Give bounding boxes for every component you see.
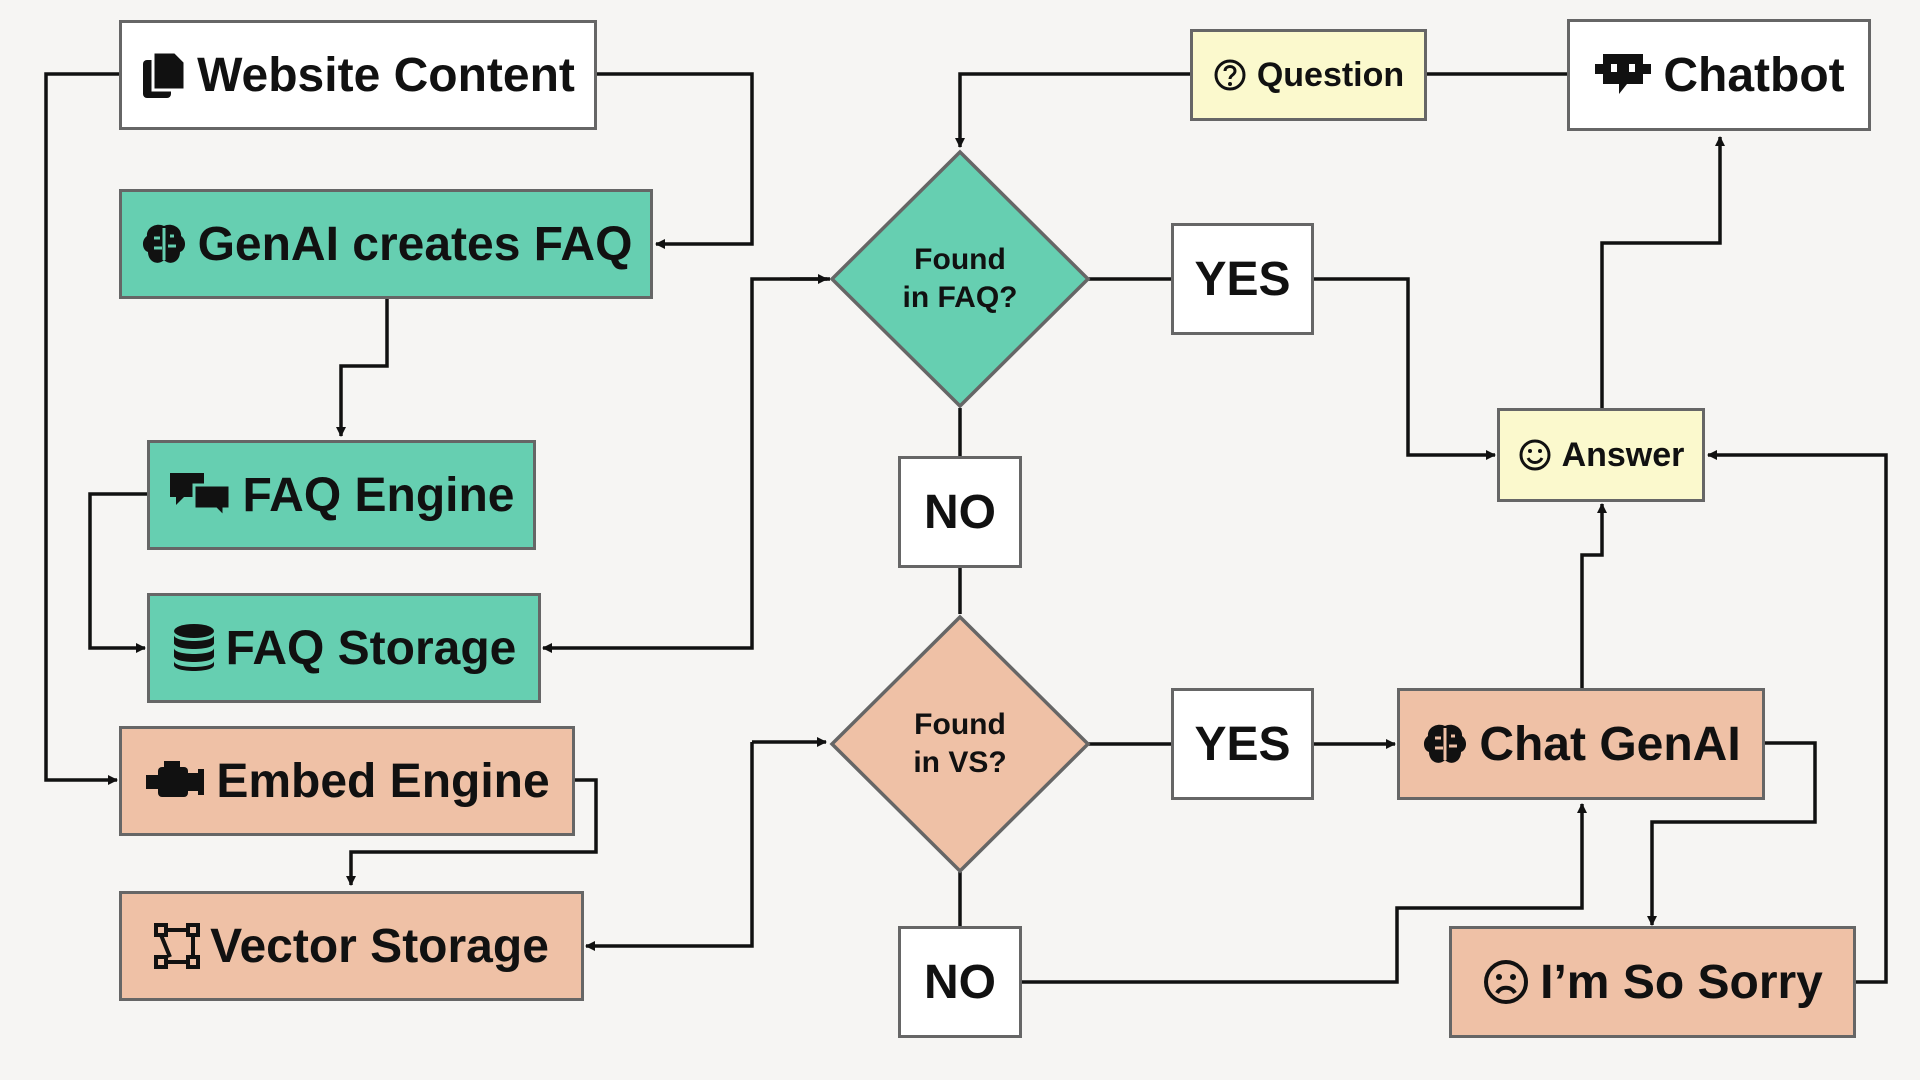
arrow-no-to-chat-genai	[1021, 803, 1587, 984]
genai-creates-faq-label: GenAI creates FAQ	[197, 217, 633, 271]
node-no-faq[interactable]: NO	[898, 456, 1022, 568]
found-in-faq-label: Found in FAQ?	[880, 241, 1040, 317]
node-vector-storage[interactable]: Vector Storage	[119, 891, 584, 1001]
arrow-chat-genai-to-sorry	[1647, 741, 1817, 926]
node-embed-engine[interactable]: Embed Engine	[119, 726, 575, 836]
documents-icon	[141, 50, 187, 100]
decision-found-in-vs	[829, 614, 1091, 874]
yes-vs-label: YES	[1194, 717, 1291, 771]
database-icon	[172, 623, 216, 673]
arrow-answer-to-chatbot	[1600, 136, 1725, 408]
chatbot-label: Chatbot	[1663, 48, 1845, 102]
yes-faq-label: YES	[1194, 252, 1291, 306]
question-circle-icon	[1213, 58, 1247, 92]
node-website-content[interactable]: Website Content	[119, 20, 597, 130]
arrow-chat-genai-to-answer	[1580, 503, 1607, 690]
node-genai-creates-faq[interactable]: GenAI creates FAQ	[119, 189, 653, 299]
vector-shape-icon	[154, 923, 201, 969]
arrow-yes-to-answer	[1313, 277, 1496, 460]
answer-label: Answer	[1561, 435, 1685, 474]
found-in-vs-line1: Found	[914, 708, 1006, 741]
im-so-sorry-label: I’m So Sorry	[1540, 955, 1823, 1009]
no-faq-label: NO	[924, 485, 996, 539]
node-chatbot[interactable]: Chatbot	[1567, 19, 1871, 131]
found-in-vs-line2: in VS?	[913, 746, 1007, 779]
node-im-so-sorry[interactable]: I’m So Sorry	[1449, 926, 1856, 1038]
node-chat-genai[interactable]: Chat GenAI	[1397, 688, 1765, 800]
robot-chat-icon	[1593, 50, 1653, 100]
arrow-website-to-genai	[596, 72, 754, 249]
node-yes-faq[interactable]: YES	[1171, 223, 1314, 335]
website-content-label: Website Content	[197, 48, 575, 102]
sad-face-icon	[1482, 958, 1530, 1006]
chat-bubbles-icon	[168, 469, 232, 521]
smiley-icon	[1518, 438, 1552, 472]
arrow-question-to-faq-diamond	[955, 72, 1190, 148]
arrow-sorry-to-answer	[1707, 450, 1888, 984]
arrow-faq-engine-to-storage	[88, 492, 148, 653]
engine-icon	[144, 761, 206, 801]
arrow-vs-diamond-to-vector	[585, 742, 754, 951]
chat-genai-label: Chat GenAI	[1479, 717, 1741, 771]
vector-storage-label: Vector Storage	[210, 919, 549, 973]
arrow-faq-diamond-to-storage	[542, 277, 830, 653]
arrow-embed-to-vector	[346, 778, 598, 886]
arrow-website-to-embed	[44, 72, 120, 785]
brain-icon	[1421, 720, 1469, 768]
faq-engine-label: FAQ Engine	[242, 468, 515, 522]
embed-engine-label: Embed Engine	[216, 754, 550, 808]
decision-found-in-faq	[829, 149, 1091, 409]
question-label: Question	[1256, 55, 1405, 94]
found-in-vs-label: Found in VS?	[880, 706, 1040, 782]
found-in-faq-line2: in FAQ?	[902, 281, 1018, 314]
faq-storage-label: FAQ Storage	[225, 621, 517, 675]
node-faq-engine[interactable]: FAQ Engine	[147, 440, 536, 550]
node-question[interactable]: Question	[1190, 29, 1427, 121]
arrow-genai-to-faq-engine	[336, 298, 389, 437]
node-yes-vs[interactable]: YES	[1171, 688, 1314, 800]
found-in-faq-line1: Found	[914, 243, 1006, 276]
brain-icon	[140, 220, 188, 268]
node-answer[interactable]: Answer	[1497, 408, 1705, 502]
node-faq-storage[interactable]: FAQ Storage	[147, 593, 541, 703]
node-no-vs[interactable]: NO	[898, 926, 1022, 1038]
no-vs-label: NO	[924, 955, 996, 1009]
